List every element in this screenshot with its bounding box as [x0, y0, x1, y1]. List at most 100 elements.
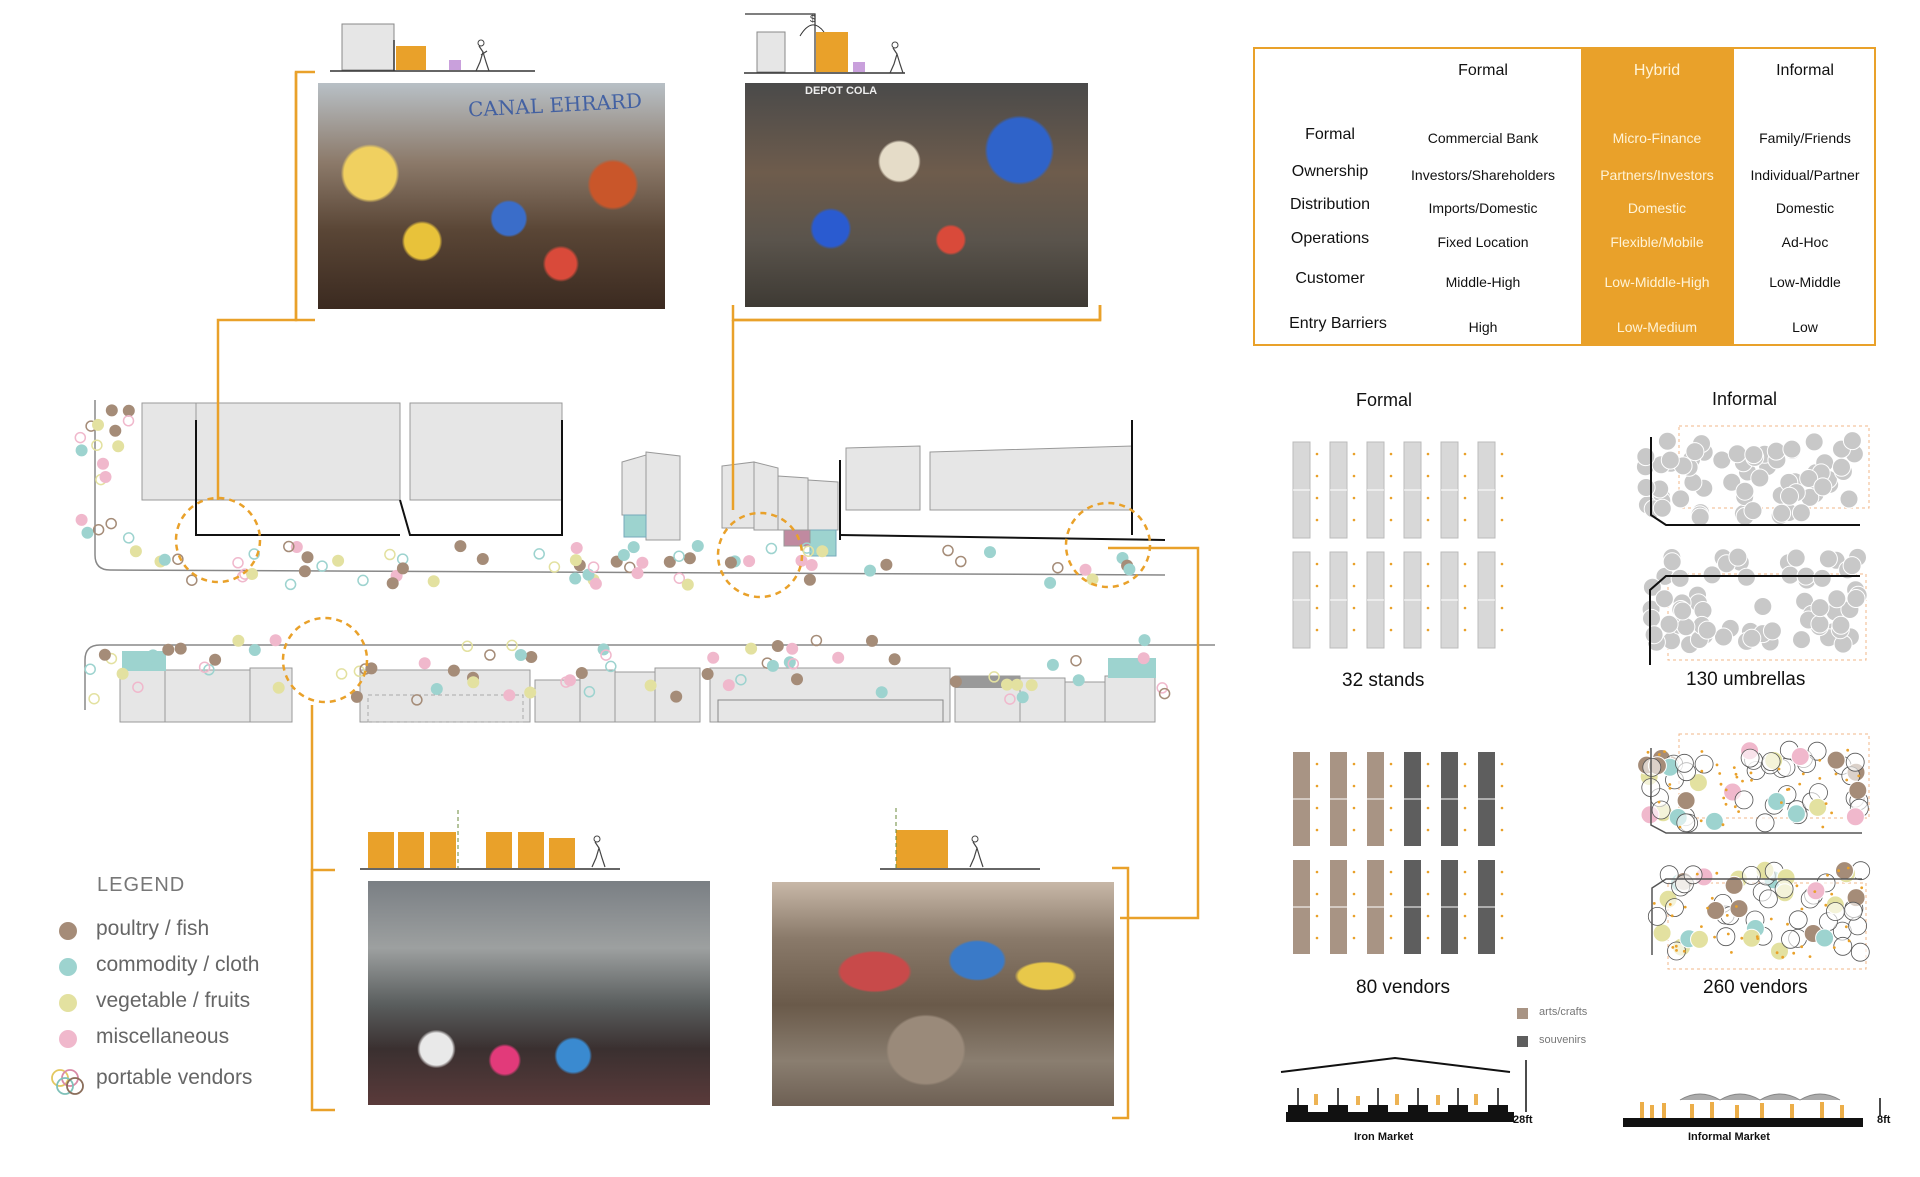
umbrella	[1827, 589, 1847, 609]
umbrellas-count: 130 umbrellas	[1686, 669, 1806, 690]
umbrella	[1642, 608, 1661, 628]
vendor-marker	[1352, 828, 1356, 832]
south-inner-lot	[717, 699, 944, 723]
vendor-umbrella	[1651, 800, 1671, 820]
vendor-dot	[683, 552, 696, 565]
vendor-marker	[1463, 914, 1467, 918]
vendor-marker	[1801, 772, 1805, 776]
table-header-hybrid: Hybrid	[1633, 62, 1681, 79]
elevation-icon-2: $	[744, 13, 905, 74]
photo-2-sign: DEPOT COLA	[805, 85, 878, 97]
vendor-dot	[1072, 674, 1085, 687]
table-row-label: Ownership	[1291, 163, 1369, 180]
vendor-umbrella	[1734, 790, 1754, 810]
stands-count: 32 stands	[1342, 670, 1425, 691]
umbrella	[1728, 547, 1748, 567]
umbrella	[1652, 498, 1672, 518]
vendor-dot	[350, 690, 363, 703]
vendor-marker	[1315, 452, 1319, 456]
vendor-marker	[1500, 496, 1504, 500]
vendor-marker	[1500, 518, 1504, 522]
vendor-dot	[663, 555, 676, 568]
vendor-dot	[984, 546, 996, 559]
table-cell-formal: Imports/Domestic	[1428, 200, 1538, 216]
vendor-umbrella	[1826, 750, 1846, 770]
vendor-marker	[1463, 562, 1467, 566]
table-cell-informal: Family/Friends	[1759, 130, 1851, 146]
vendor-dot	[1025, 679, 1038, 692]
vendor-dot	[888, 653, 901, 666]
vendor-marker	[1722, 796, 1726, 800]
vendor-dot	[209, 653, 222, 666]
vendor-marker	[1732, 766, 1736, 769]
vendor-dot	[246, 568, 259, 580]
vendor-marker	[1463, 784, 1467, 788]
umbrella	[1782, 439, 1802, 459]
vendor-umbrella	[1704, 811, 1724, 831]
vendor-marker	[1500, 606, 1504, 610]
vendor-marker	[1500, 892, 1504, 896]
informal-market-label: Informal Market	[1688, 1131, 1770, 1143]
vendor-umbrella	[1774, 879, 1794, 899]
vendor-dot	[1016, 691, 1029, 704]
portable-vendor-dot	[988, 671, 1000, 683]
legend-miscellaneous: miscellaneous	[96, 1025, 230, 1048]
umbrella	[1810, 598, 1830, 618]
vendor-umbrella	[1688, 773, 1708, 793]
vendor-marker	[1734, 772, 1738, 776]
table-row-label: Operations	[1290, 230, 1370, 247]
umbrella	[1832, 457, 1851, 477]
portable-vendor-dot	[316, 560, 328, 572]
vendor-marker	[1730, 951, 1733, 954]
vendor-marker	[1426, 452, 1430, 456]
vendor-marker	[1315, 914, 1319, 918]
vendor-dot	[162, 643, 175, 656]
vendor-marker	[1463, 452, 1467, 456]
iron-market-section	[1280, 1056, 1527, 1122]
portable-vendor-dot	[484, 649, 496, 661]
vendor-marker	[1741, 779, 1744, 783]
vendor-marker	[1792, 951, 1796, 955]
portable-vendor-dot	[91, 439, 103, 451]
street-corner	[1651, 878, 1862, 955]
vendor-marker	[1755, 935, 1759, 939]
portable-vendor-dot	[600, 649, 612, 661]
elevation-icon-1	[330, 23, 535, 72]
vendor-marker	[1710, 896, 1714, 900]
vendor-marker	[1830, 811, 1833, 815]
vendor-umbrella	[1808, 797, 1828, 817]
photo-market-4	[772, 882, 1114, 1106]
vendor-marker	[1671, 946, 1675, 949]
vendor-dot	[745, 642, 758, 655]
vendor-dot	[147, 649, 159, 662]
umbrella	[1644, 625, 1664, 645]
portable-vendor-dot	[673, 572, 686, 584]
vendor-marker	[1795, 884, 1799, 888]
vendor-marker	[1426, 496, 1430, 500]
vendor-marker	[1426, 784, 1430, 788]
photo-brackets	[294, 70, 1130, 1120]
umbrella	[1727, 444, 1747, 464]
vendor-dot	[1086, 573, 1099, 586]
vendor-umbrella	[1706, 901, 1726, 920]
vendor-dot	[575, 667, 588, 679]
vendor-marker	[1808, 955, 1812, 958]
vendor-marker	[1735, 905, 1738, 908]
highlight-circle-4	[281, 616, 369, 704]
vendor-marker	[1352, 562, 1356, 566]
vendor-marker	[1315, 474, 1319, 478]
vendor-marker	[1463, 828, 1467, 832]
table-cell-informal: Ad-Hoc	[1781, 234, 1829, 250]
vendor-marker	[1646, 750, 1650, 754]
table-header-formal: Formal	[1458, 62, 1508, 79]
vendor-dot	[1046, 658, 1059, 671]
vendor-dot	[1123, 563, 1136, 576]
vendor-marker	[1463, 762, 1467, 766]
portable-vendor-dot	[560, 676, 572, 688]
portable-vendor-dot	[1156, 682, 1168, 694]
vendor-marker	[1706, 906, 1709, 910]
vendor-dot	[597, 643, 610, 656]
portable-vendor-dot	[284, 578, 297, 591]
vendor-marker	[1426, 762, 1430, 766]
portable-vendor-dot	[236, 570, 249, 583]
